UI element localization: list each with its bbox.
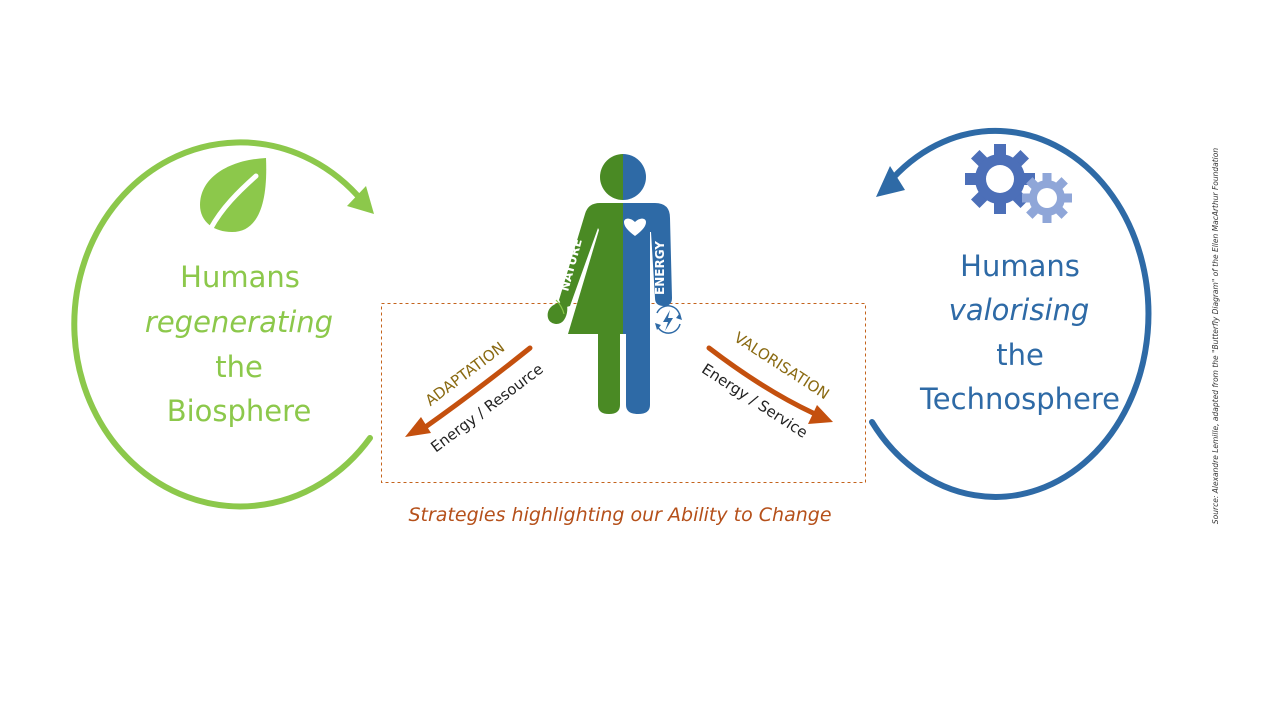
biosphere-cycle — [71, 139, 374, 510]
biosphere-title: Humans regenerating the Biosphere — [145, 260, 333, 428]
technosphere-title-line4: Technosphere — [919, 382, 1120, 416]
technosphere-title-line1: Humans — [960, 249, 1080, 283]
biosphere-title-line3: the — [215, 350, 263, 384]
biosphere-cycle-arc — [71, 139, 373, 510]
nature-leaf-icon — [547, 299, 568, 324]
biosphere-arrowhead — [347, 186, 374, 214]
strategies-caption: Strategies highlighting our Ability to C… — [408, 504, 831, 526]
leaf-icon — [200, 158, 267, 232]
valorisation-arrowhead — [808, 405, 833, 424]
technosphere-cycle-arc — [869, 127, 1152, 500]
energy-label: ENERGY — [653, 241, 667, 295]
adaptation-arrowhead — [405, 417, 431, 437]
technosphere-arrowhead — [876, 166, 905, 197]
human-figure: NATURE ENERGY — [547, 154, 682, 414]
technosphere-title: Humans valorising the Technosphere — [919, 249, 1120, 416]
technosphere-title-line2: valorising — [949, 293, 1090, 327]
adaptation-strategy: ADAPTATION Energy / Resource — [405, 338, 547, 456]
source-note: Source: Alexandre Lemille, adapted from … — [1211, 148, 1220, 524]
figure-nature-half — [559, 154, 623, 414]
small-gear-icon — [1022, 173, 1072, 223]
biosphere-title-line4: Biosphere — [167, 394, 312, 428]
lightning-icon — [655, 305, 682, 334]
valorisation-strategy: VALORISATION Energy / Service — [698, 328, 833, 442]
large-gear-icon — [965, 144, 1035, 214]
biosphere-title-line2: regenerating — [145, 305, 333, 339]
gears-icon — [965, 144, 1072, 223]
adaptation-arrow — [421, 345, 533, 431]
technosphere-title-line3: the — [996, 338, 1044, 372]
heart-icon — [624, 218, 646, 236]
technosphere-cycle — [869, 127, 1152, 500]
figure-energy-half — [623, 154, 672, 414]
valorisation-arrow — [706, 345, 816, 416]
adaptation-subtitle: Energy / Resource — [427, 360, 546, 456]
biosphere-title-line1: Humans — [180, 260, 300, 294]
